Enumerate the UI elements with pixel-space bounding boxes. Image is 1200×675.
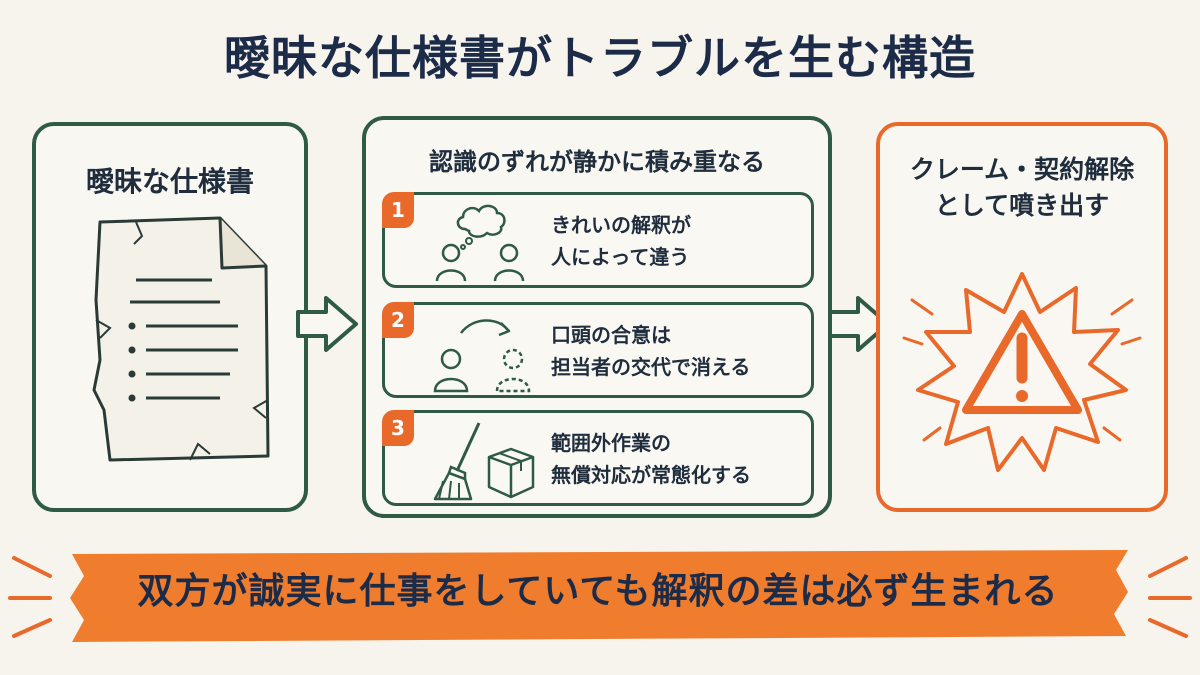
misalignment-panel: 認識のずれが静かに積み重なる 1 きれいの解釈が 人によって違う 2 口頭 [362,116,832,518]
item-1-line-1: きれいの解釈が [551,213,691,237]
broom-and-box-icon [433,422,535,501]
item-3-line-1: 範囲外作業の [551,431,671,455]
arrow-right-icon [828,296,890,352]
item-number-badge: 3 [382,410,414,446]
page-title: 曖昧な仕様書がトラブルを生む構造 [224,31,976,85]
cause-item-3: 3 範囲外作業の 無償対応が常態化する [382,410,814,506]
claim-outcome-panel: クレーム・契約解除 として噴き出す [876,122,1168,512]
item-2-line-2: 担当者の交代で消える [551,355,751,379]
people-thought-bubble-icon [435,204,525,282]
warning-burst-icon [902,272,1142,472]
conclusion-banner: 双方が誠実に仕事をしていても解釈の差は必ず生まれる [0,540,1200,660]
item-number-badge: 2 [382,302,414,338]
person-handover-icon [433,319,531,393]
item-2-line-1: 口頭の合意は [551,323,671,347]
torn-document-icon [92,216,270,462]
cause-item-2: 2 口頭の合意は 担当者の交代で消える [382,302,814,398]
brush-banner-background [8,550,1192,642]
cause-item-1: 1 きれいの解釈が 人によって違う [382,192,814,288]
arrow-right-icon [296,296,358,352]
item-3-line-2: 無償対応が常態化する [551,463,751,487]
outcome-title-line-1: クレーム・契約解除 [909,155,1135,184]
vague-spec-title: 曖昧な仕様書 [85,165,254,198]
vague-spec-panel: 曖昧な仕様書 [32,122,308,512]
outcome-title-line-2: として噴き出す [934,191,1110,220]
item-number-badge: 1 [382,192,414,228]
conclusion-text: 双方が誠実に仕事をしていても解釈の差は必ず生まれる [137,571,1059,612]
misalignment-title: 認識のずれが静かに積み重なる [429,148,765,176]
item-1-line-2: 人によって違う [551,245,690,269]
